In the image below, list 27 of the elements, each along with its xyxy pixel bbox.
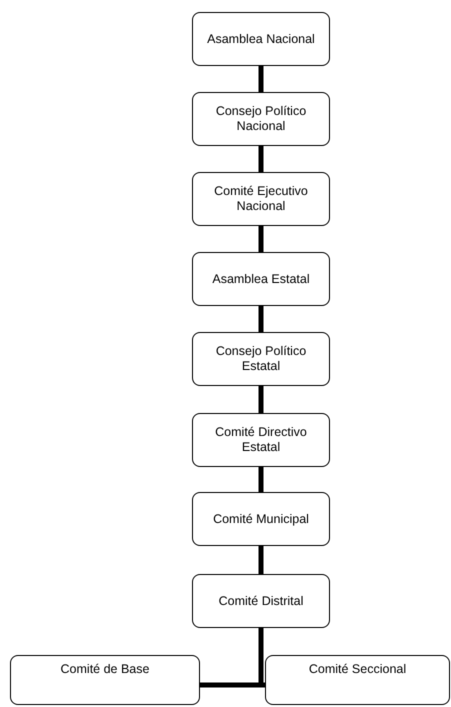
org-box: [192, 574, 330, 628]
connector-line: [258, 226, 264, 252]
box-label: Comité Directivo Estatal: [214, 425, 308, 455]
box-label: Consejo Político Nacional: [214, 104, 308, 134]
org-box: [192, 172, 330, 226]
box-label: Comité Distrital: [218, 594, 304, 608]
org-box: [192, 12, 330, 66]
box-label: Comité de Base: [60, 662, 150, 677]
box-label: Comité Seccional: [308, 662, 406, 677]
org-box: [192, 413, 330, 467]
box-label: Consejo Político Estatal: [214, 344, 308, 374]
org-box: [192, 492, 330, 546]
connector-line: [258, 306, 264, 332]
box-label: Asamblea Nacional: [207, 32, 315, 46]
org-box: [192, 252, 330, 306]
connector-line: [258, 467, 264, 492]
box-label: Asamblea Estatal: [212, 272, 310, 286]
org-box: [192, 332, 330, 386]
connector-line: [258, 146, 264, 172]
org-box: [192, 92, 330, 146]
org-box: [265, 655, 450, 705]
connector-line: [258, 66, 264, 92]
box-label: Comité Ejecutivo Nacional: [213, 184, 309, 214]
box-label: Comité Municipal: [213, 512, 309, 526]
org-box: [10, 655, 200, 705]
connector-line: [258, 386, 264, 413]
connector-line: [258, 546, 264, 574]
